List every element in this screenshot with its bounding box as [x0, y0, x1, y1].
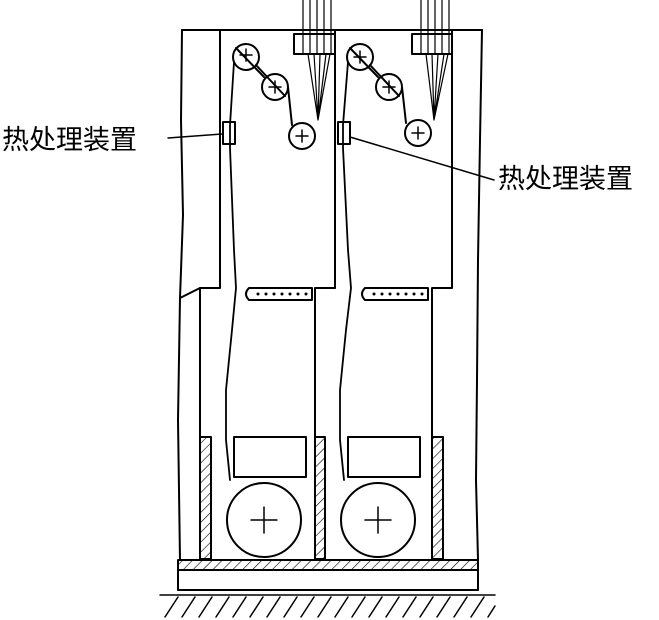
base-plate — [177, 559, 479, 591]
yarn-bundle — [302, 0, 332, 121]
air-tube — [361, 287, 429, 301]
leader-lines — [167, 133, 495, 181]
spinneret-block — [293, 33, 336, 55]
guide-roller — [232, 43, 316, 150]
heat-treatment-label-left: 热处理装置 — [2, 125, 137, 156]
hatched-partition-walls — [199, 436, 444, 560]
heat-treatment-label-right: 热处理装置 — [498, 164, 633, 195]
heat-treatment-device — [337, 121, 351, 145]
yarn-bundle — [420, 0, 450, 121]
ground-hatching — [159, 594, 496, 618]
filament-path — [339, 61, 352, 481]
spinning-unit-right — [334, 0, 453, 558]
bobbin — [226, 482, 302, 558]
guide-roller — [346, 43, 432, 147]
spinneret-block — [411, 33, 453, 55]
heat-treatment-device — [222, 121, 236, 145]
take-up-block — [347, 436, 421, 478]
machine-frame — [177, 29, 483, 561]
air-tube — [245, 287, 313, 301]
filament-path — [225, 61, 237, 481]
take-up-block — [233, 436, 307, 478]
bobbin — [340, 482, 416, 558]
